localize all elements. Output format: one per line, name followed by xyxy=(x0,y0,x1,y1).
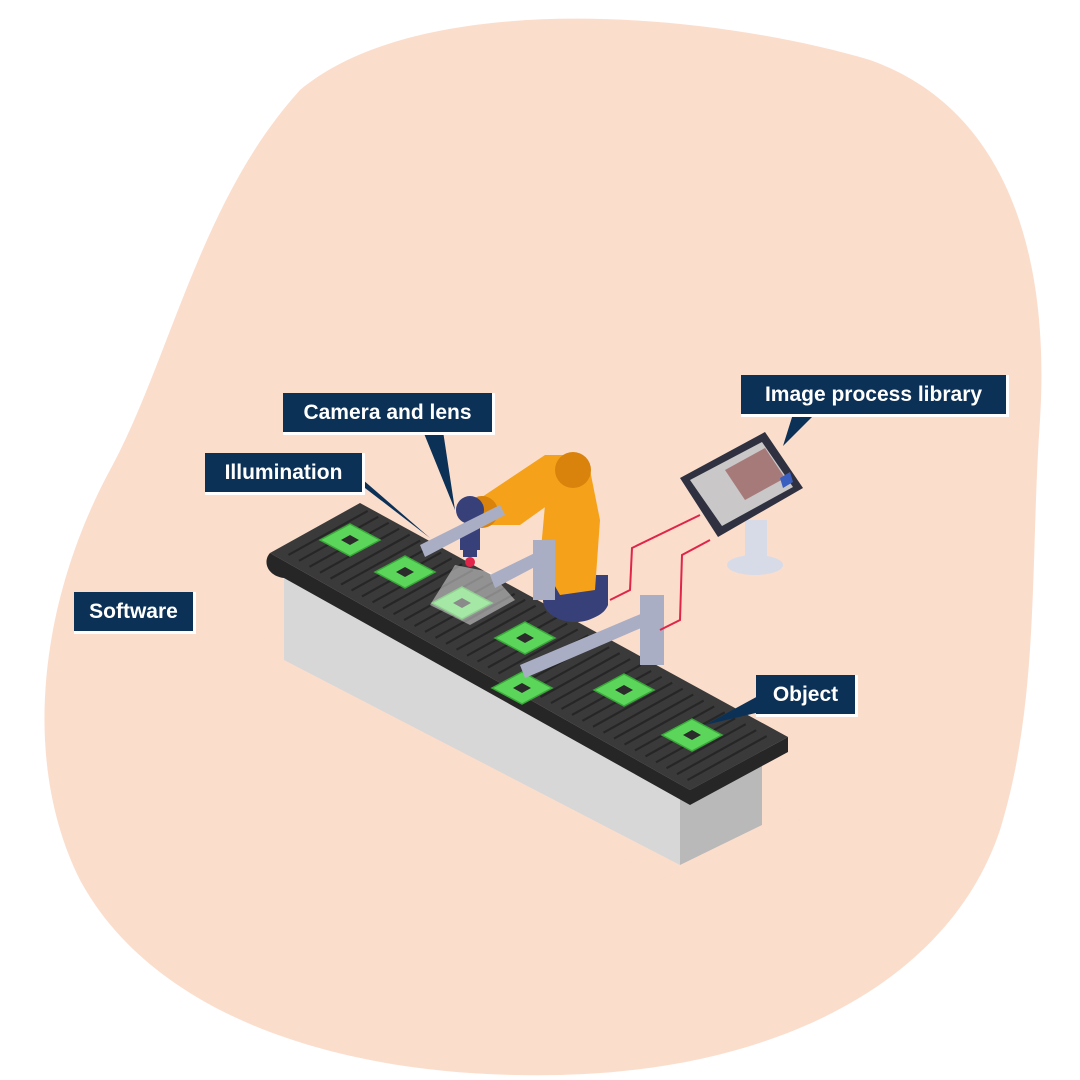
belt-slat xyxy=(287,509,369,556)
pcb-board xyxy=(660,718,724,752)
belt-slat xyxy=(623,699,705,746)
library-callout-pointer xyxy=(783,414,815,446)
pcb-board xyxy=(493,621,557,655)
pcb-objects xyxy=(318,523,724,752)
robot-shoulder-joint xyxy=(555,452,591,488)
camera-and-lens-label: Camera and lens xyxy=(283,393,495,435)
pcb-chip xyxy=(516,633,534,643)
conveyor-belt-rim xyxy=(266,553,690,805)
pcb-chip xyxy=(341,535,359,545)
conveyor-slats xyxy=(287,509,768,782)
conveyor-belt-end-rim xyxy=(690,737,788,805)
belt-slat xyxy=(550,658,631,705)
camera-body xyxy=(463,545,477,557)
belt-slat xyxy=(686,735,768,782)
conveyor-front-face xyxy=(284,575,680,865)
pcb-board xyxy=(318,523,382,557)
object-callout-pointer xyxy=(705,695,760,725)
gantry-bar-left xyxy=(420,505,505,557)
belt-slat xyxy=(455,604,537,651)
belt-slat xyxy=(592,681,673,728)
illumination-callout-pointer xyxy=(355,473,430,538)
monitor-screen-image xyxy=(725,448,785,500)
monitor-stand-pole xyxy=(745,520,767,565)
object-label: Object xyxy=(756,675,858,717)
pcb-chip xyxy=(396,567,414,577)
illumination-label: Illumination xyxy=(205,453,365,495)
software-label: Software xyxy=(74,592,196,634)
monitor-stand-base xyxy=(727,555,783,575)
touchscreen-monitor-icon xyxy=(680,432,803,575)
belt-slat xyxy=(676,729,757,776)
cable-1 xyxy=(609,514,701,601)
belt-slat xyxy=(445,598,526,645)
pcb-chip xyxy=(453,598,471,608)
pcb-chip xyxy=(513,683,531,693)
belt-slat xyxy=(340,539,421,586)
belt-slat xyxy=(497,628,579,675)
belt-slat xyxy=(329,533,411,580)
belt-slat xyxy=(434,592,516,639)
belt-slat xyxy=(392,569,474,616)
monitor-screen-accent xyxy=(780,472,793,488)
belt-slat xyxy=(382,563,463,610)
pcb-board xyxy=(430,586,494,620)
pcb-board xyxy=(490,671,554,705)
pcb-chip xyxy=(615,685,633,695)
belt-slat xyxy=(539,652,621,699)
signal-cables xyxy=(609,514,711,631)
gantry-bar-right xyxy=(520,610,655,678)
pcb-chip xyxy=(683,730,701,740)
cable-2 xyxy=(659,539,711,631)
callout-pointers xyxy=(355,414,815,725)
camera-callout-pointer xyxy=(423,431,455,510)
gantry-frame xyxy=(420,505,664,678)
belt-slat xyxy=(613,693,694,740)
image-process-library-label: Image process library xyxy=(741,375,1009,417)
camera-lens-icon xyxy=(465,557,475,567)
pcb-board xyxy=(592,673,656,707)
belt-slat xyxy=(602,687,684,734)
pcb-board xyxy=(373,555,437,589)
belt-slat xyxy=(665,723,747,770)
gantry-post-mid xyxy=(533,540,555,600)
